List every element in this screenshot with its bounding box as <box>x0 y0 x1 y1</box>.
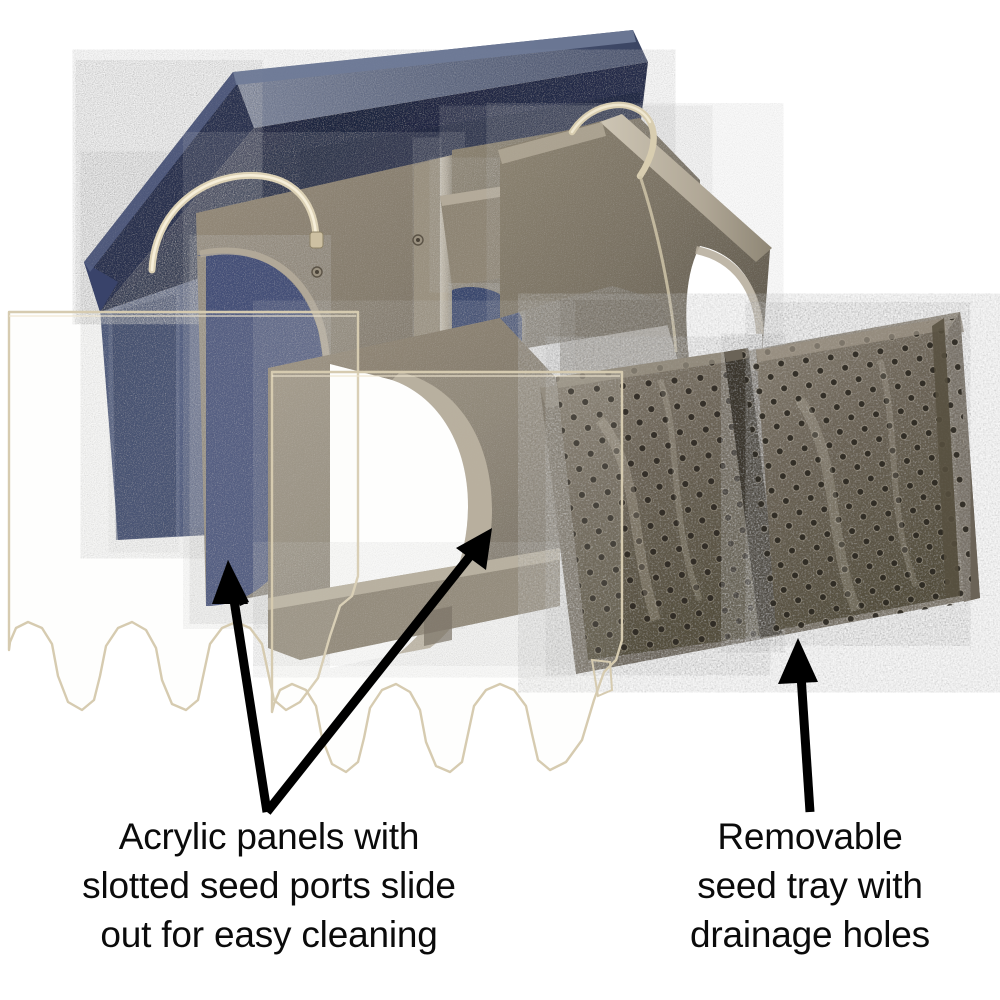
acrylic-panel-right <box>270 370 624 774</box>
callout-caption-seed-tray: Removable seed tray with drainage holes <box>640 812 980 960</box>
caption-line: slotted seed ports slide <box>82 865 456 907</box>
caption-line: seed tray with <box>697 865 923 907</box>
gray-panel-front-center <box>268 318 560 668</box>
caption-line: Removable <box>717 816 903 857</box>
seed-tray <box>540 312 980 674</box>
arrow-seed-tray <box>778 638 818 813</box>
caption-line: out for easy cleaning <box>100 914 438 956</box>
caption-line: drainage holes <box>690 914 930 956</box>
callout-caption-acrylic-panels: Acrylic panels with slotted seed ports s… <box>24 812 514 960</box>
acrylic-slot-detail <box>590 658 614 698</box>
arrow-acrylic-right <box>263 528 492 815</box>
seed-tray-compartment-left <box>556 352 760 660</box>
seed-tray-compartment-right <box>742 318 972 634</box>
hanger-wire-right <box>568 101 678 353</box>
gray-side-panel-right <box>498 114 772 382</box>
hanger-wire-left <box>148 171 324 274</box>
arrow-acrylic-left <box>212 560 272 813</box>
callout-arrows <box>212 528 818 815</box>
caption-line: Acrylic panels with <box>118 816 420 857</box>
acrylic-panel-left <box>7 310 360 712</box>
